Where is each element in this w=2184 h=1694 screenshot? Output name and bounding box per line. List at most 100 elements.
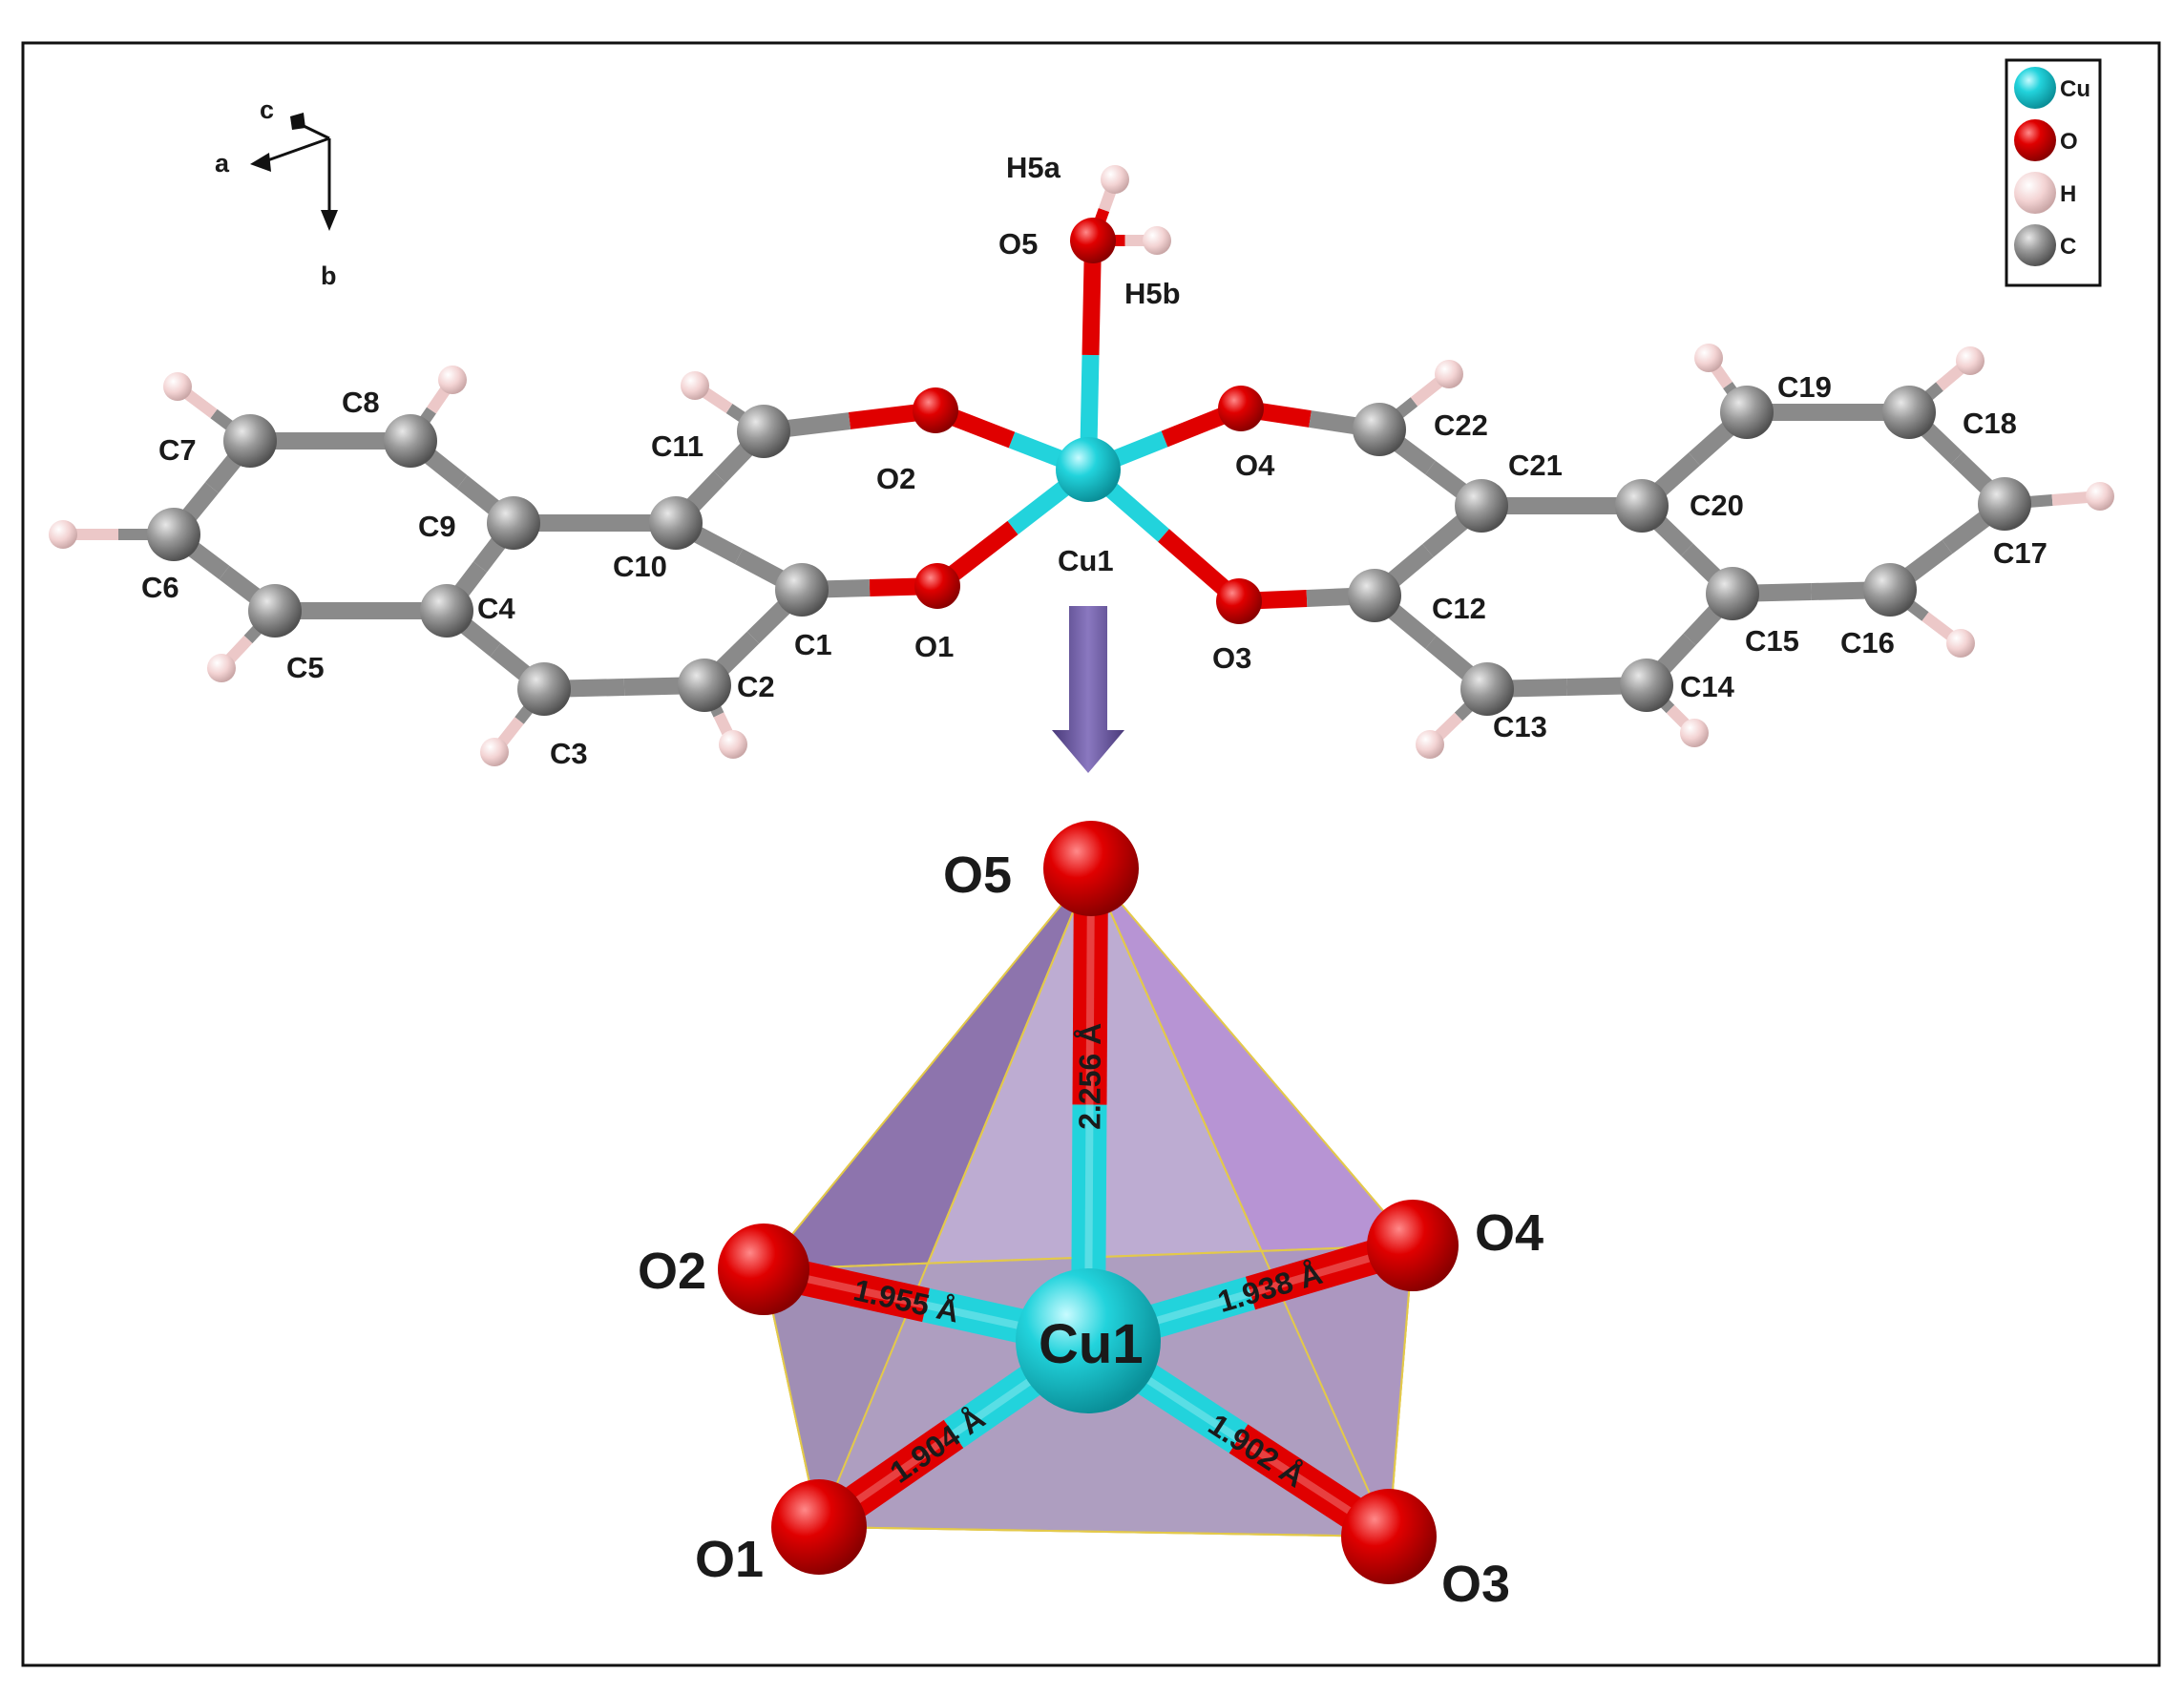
atom-c4 [420,584,473,638]
atom-hc8 [438,366,467,394]
legend-item-h: H [2014,172,2076,214]
label-c16: C16 [1840,626,1895,659]
polyhedron-atom-cu1 [1016,1268,1161,1413]
label-c12: C12 [1432,592,1486,625]
c-atom-icon [2014,224,2056,266]
legend-item-cu: Cu [2014,67,2090,109]
polyhedron-label-cu1: Cu1 [1039,1313,1144,1375]
atom-hc6 [49,520,77,549]
atom-c22 [1353,403,1406,456]
polyhedron-atom-o3 [1341,1489,1437,1584]
atom-c9 [487,496,540,550]
polyhedron-atoms [718,821,1459,1584]
atom-hc11 [681,371,709,400]
polyhedron-label-o1: O1 [695,1531,764,1588]
atom-hc14 [1680,719,1709,747]
atom-c13 [1460,662,1514,716]
label-o5: O5 [998,227,1038,261]
label-c15: C15 [1745,624,1799,658]
label-c4: C4 [477,592,515,625]
label-c1: C1 [794,628,832,661]
atom-c12 [1348,569,1401,622]
label-c7: C7 [158,433,197,467]
label-c18: C18 [1963,407,2017,440]
atom-c8 [384,414,437,468]
axis-label-b: b [321,261,337,290]
atom-h5b [1143,226,1171,255]
atom-o3 [1216,578,1262,624]
molecule-atoms [49,165,2114,766]
polyhedron-edge [818,868,1092,1528]
bond-length-o5: 2.256 Å [1072,1023,1107,1130]
label-c5: C5 [286,651,325,684]
atom-c18 [1882,386,1936,439]
down-arrow-icon [1052,606,1124,773]
label-c6: C6 [141,571,179,604]
atom-o4 [1218,386,1264,431]
label-c17: C17 [1993,536,2048,570]
label-c10: C10 [613,550,667,583]
legend-label: H [2060,181,2076,207]
atom-c14 [1620,659,1673,712]
molecule-labels: Cu1O1O2O3O4O5H5aH5bC1C2C3C4C5C6C7C8C9C10… [141,151,2048,770]
atom-hc3 [480,738,509,766]
atom-c6 [147,508,200,561]
polyhedron-label-o4: O4 [1475,1204,1544,1262]
atom-c3 [517,662,571,716]
atom-hc18 [1956,346,1984,375]
atom-hc7 [163,372,192,401]
legend-item-o: O [2014,119,2078,161]
atom-hc5 [207,654,236,682]
atom-c21 [1455,479,1508,533]
atom-c5 [248,584,302,638]
atom-hc22 [1435,360,1463,388]
polyhedron-edge [818,1526,1390,1537]
polyhedron-atom-o4 [1367,1200,1459,1291]
atom-hc17 [2086,482,2114,511]
polyhedron-atom-o2 [718,1223,809,1315]
atom-c1 [775,563,829,617]
label-h5b: H5b [1124,277,1181,310]
atom-hc13 [1416,730,1444,759]
label-c3: C3 [550,737,588,770]
atom-c7 [223,414,277,468]
legend-label: O [2060,129,2078,155]
polyhedron-atom-o5 [1043,821,1139,916]
o-atom-icon [2014,119,2056,161]
bond-cu1-o5 [1080,240,1102,471]
label-h5a: H5a [1006,151,1061,184]
label-c14: C14 [1680,670,1735,703]
label-c22: C22 [1434,408,1488,442]
atom-c19 [1720,386,1774,439]
label-c20: C20 [1690,489,1744,522]
atom-c2 [678,659,731,712]
atom-o5 [1070,218,1116,263]
label-o4: O4 [1235,449,1275,482]
label-c8: C8 [342,386,380,419]
atom-h5a [1101,165,1129,194]
cu-atom-icon [2014,67,2056,109]
legend-label: C [2060,234,2076,260]
label-c11: C11 [651,429,704,463]
atom-c10 [649,496,703,550]
atom-hc16 [1946,629,1975,658]
atom-hc19 [1694,344,1723,372]
atom-c17 [1978,477,2031,531]
label-c19: C19 [1777,370,1832,404]
atom-c20 [1615,479,1669,533]
label-o2: O2 [876,462,915,495]
label-c9: C9 [418,510,456,543]
atom-hc2 [719,730,747,759]
atom-o2 [913,387,958,433]
atom-c11 [737,405,790,458]
legend-label: Cu [2060,76,2090,102]
polyhedron-label-o3: O3 [1441,1556,1510,1613]
polyhedron-label-o2: O2 [638,1243,706,1300]
atom-c16 [1863,563,1917,617]
label-c2: C2 [737,670,775,703]
legend-item-c: C [2014,224,2076,266]
crystal-axes: a b c [215,95,338,290]
